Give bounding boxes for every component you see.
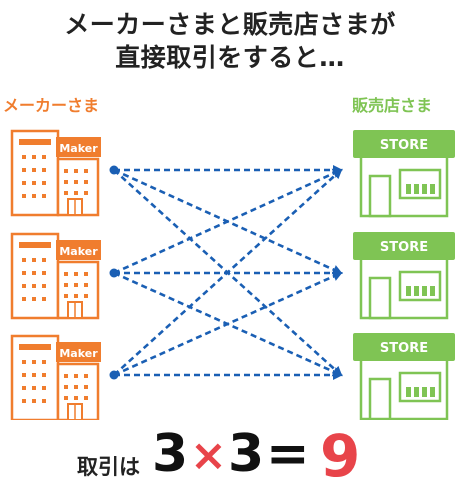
maker-column-label: メーカーさま — [3, 96, 100, 115]
connection-start-dot — [109, 165, 119, 175]
store-sign-label: STORE — [380, 240, 428, 255]
store-sign-label: STORE — [380, 138, 428, 153]
store-icon: STORE — [353, 232, 455, 320]
connection-line — [113, 271, 343, 377]
formula: 取引は 3 × 3 = 9 — [0, 420, 460, 492]
maker-sign-label: Maker — [59, 347, 98, 360]
times-sign: × — [190, 430, 227, 481]
formula-operand-b: 3 — [228, 424, 265, 484]
connection-line — [113, 168, 343, 376]
maker-building-icon: Maker — [10, 129, 101, 217]
store-icon: STORE — [353, 130, 455, 218]
formula-label: 取引は — [77, 455, 140, 479]
maker-building-icon: Maker — [10, 334, 101, 420]
maker-building-icon: Maker — [10, 232, 101, 320]
connection-start-dot — [109, 370, 119, 380]
store-icon: STORE — [353, 333, 455, 420]
store-sign-label: STORE — [380, 341, 428, 356]
title-line-2: 直接取引をすると… — [115, 43, 345, 72]
maker-sign-label: Maker — [59, 142, 98, 155]
equals-sign: = — [266, 424, 310, 484]
formula-result: 9 — [320, 422, 361, 490]
connection-start-dot — [109, 268, 119, 278]
title-line-1: メーカーさまと販売店さまが — [64, 10, 396, 39]
maker-sign-label: Maker — [59, 245, 98, 258]
formula-operand-a: 3 — [152, 424, 189, 484]
connection-line — [113, 168, 343, 275]
store-column-label: 販売店さま — [352, 96, 433, 115]
